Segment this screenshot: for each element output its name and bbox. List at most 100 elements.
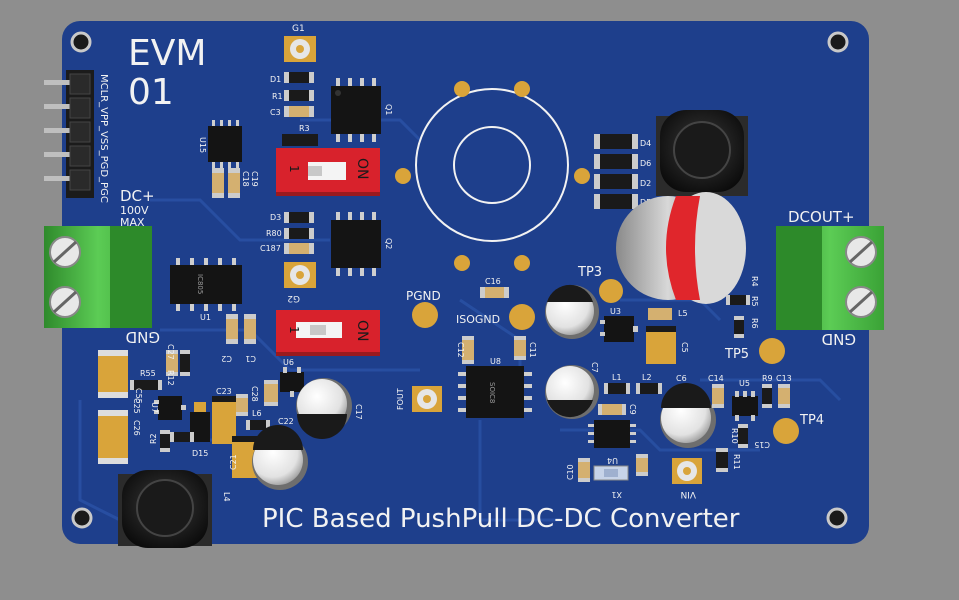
refdes-d1: D1	[270, 75, 281, 84]
refdes-c10: C10	[566, 464, 575, 480]
refdes-g2: G2	[287, 293, 300, 303]
smd-l1-l2-c9	[598, 383, 662, 415]
coax-connector-g2[interactable]	[284, 262, 316, 288]
electrolytic-cap-c17	[296, 378, 352, 439]
refdes-d2: D2	[640, 179, 651, 188]
refdes-c5: C5	[680, 342, 689, 353]
ic-u8	[458, 366, 532, 418]
switch2-pos-label: 1	[287, 326, 301, 334]
electrolytic-cap-c22	[252, 425, 308, 490]
refdes-c27: C27	[166, 344, 175, 360]
smd-left-bottom-cluster	[98, 350, 304, 478]
smd-c11-c12	[462, 336, 526, 364]
test-point-tp3[interactable]	[599, 279, 623, 303]
bulk-electrolytic-capacitor	[616, 192, 746, 304]
ic-u4	[588, 420, 636, 448]
refdes-r55: R55	[140, 369, 156, 378]
refdes-r2: R2	[149, 433, 158, 444]
refdes-c13: C13	[776, 374, 792, 383]
mosfet-q2	[331, 212, 381, 276]
u1-chip-marking: IC805	[196, 274, 204, 294]
refdes-c16: C16	[485, 277, 501, 286]
refdes-c12: C12	[456, 342, 465, 358]
mounting-hole	[827, 31, 849, 53]
mounting-hole	[70, 31, 92, 53]
refdes-c187: C187	[260, 244, 281, 253]
test-point-isognd[interactable]	[509, 304, 535, 330]
transformer-pads	[395, 81, 590, 271]
refdes-c28: C28	[250, 386, 259, 402]
refdes-q2: Q2	[384, 238, 393, 249]
refdes-c17: C17	[354, 404, 363, 420]
coax-connector-fout[interactable]	[412, 386, 442, 412]
refdes-r12: R12	[166, 370, 175, 386]
tp3-label: TP3	[577, 265, 602, 280]
switch1-on-label: ON	[354, 158, 370, 180]
refdes-x1: X1	[611, 490, 622, 499]
smd-c16	[480, 287, 509, 298]
header-pin-label: MCLR_VPP_VSS_PGD_PGC	[98, 74, 109, 203]
mosfet-q1	[331, 78, 381, 142]
refdes-c9: C9	[628, 404, 637, 415]
power-inductor-top	[656, 110, 748, 196]
refdes-g1: G1	[292, 24, 305, 34]
output-terminal-block	[776, 226, 884, 330]
refdes-r3: R3	[299, 124, 310, 133]
smd-c18-c19	[212, 168, 240, 198]
smd-right-cluster	[712, 384, 790, 472]
refdes-c7: C7	[590, 362, 599, 373]
refdes-r10: R10	[730, 428, 739, 444]
refdes-d15: D15	[192, 449, 208, 458]
board-caption: PIC Based PushPull DC-DC Converter	[262, 504, 740, 534]
mounting-holes	[70, 31, 849, 529]
refdes-c2: C2	[221, 354, 232, 363]
refdes-u3: U3	[610, 307, 621, 316]
dip-switch-2[interactable]	[276, 310, 380, 356]
refdes-c55: C55	[134, 388, 143, 404]
tp5-label: TP5	[724, 347, 749, 362]
board-title-line1: EVM	[128, 33, 206, 74]
refdes-r4: R4	[750, 276, 759, 287]
tp4-label: TP4	[799, 413, 824, 428]
ic-u15	[208, 120, 242, 168]
refdes-r5: R5	[750, 296, 759, 307]
smd-l5-c5	[646, 308, 676, 364]
smd-parts-top-left	[282, 72, 318, 146]
input-label-rating: 100V	[120, 204, 149, 217]
refdes-c25: C25	[132, 398, 141, 414]
refdes-c14: C14	[708, 374, 724, 383]
dip-switch-1[interactable]	[276, 148, 380, 196]
refdes-l2: L2	[642, 373, 652, 382]
refdes-d3: D3	[270, 213, 281, 222]
mounting-hole	[71, 507, 93, 529]
refdes-c15: C15	[754, 440, 770, 449]
coax-connector-vin[interactable]	[672, 458, 702, 484]
u8-chip-marking: SOIC8	[488, 382, 496, 403]
refdes-q1: Q1	[384, 104, 393, 115]
refdes-u1: U1	[200, 313, 211, 322]
test-point-pgnd[interactable]	[412, 302, 438, 328]
test-point-tp4[interactable]	[773, 418, 799, 444]
electrolytic-cap-c6	[660, 383, 716, 448]
power-inductor-l4	[118, 470, 212, 548]
refdes-c3: C3	[270, 108, 281, 117]
programming-header	[44, 70, 94, 198]
refdes-u7: U7	[150, 402, 159, 413]
refdes-c26: C26	[132, 420, 141, 436]
electrolytic-cap-c7	[545, 365, 599, 419]
ic-u1	[170, 258, 242, 311]
test-point-tp5[interactable]	[759, 338, 785, 364]
refdes-c18: C18	[241, 171, 250, 187]
output-label-dcout: DCOUT+	[788, 208, 855, 226]
smd-r4-r5-r6	[726, 295, 750, 338]
refdes-u15: U15	[198, 137, 207, 153]
ic-u3	[600, 316, 638, 342]
smd-parts-mid-left	[284, 212, 314, 254]
input-label-gnd: GND	[126, 328, 160, 346]
refdes-c11: C11	[528, 342, 537, 358]
refdes-c23: C23	[216, 387, 232, 396]
refdes-u4: U4	[607, 456, 618, 465]
refdes-r80: R80	[266, 229, 282, 238]
coax-connector-g1[interactable]	[284, 36, 316, 62]
